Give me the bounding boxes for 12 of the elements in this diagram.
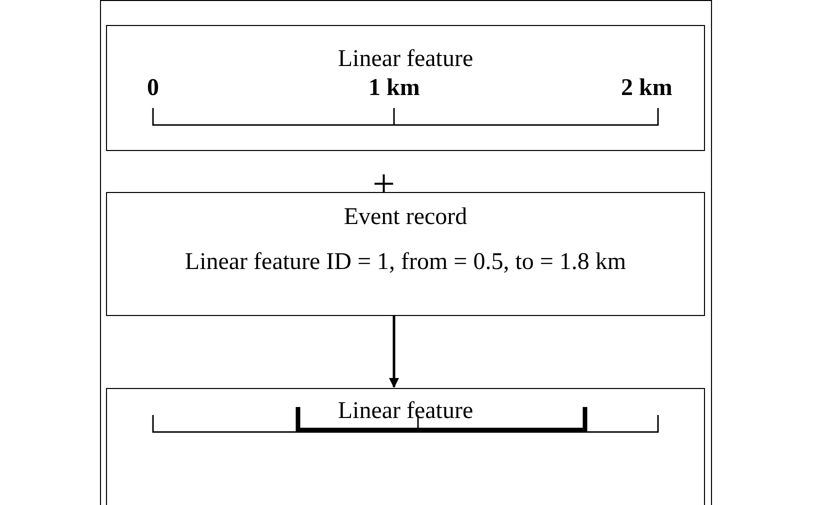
box-title: Linear feature <box>338 45 474 73</box>
feature-box <box>106 388 705 505</box>
arrow <box>389 316 399 388</box>
box-title: Linear feature <box>338 397 474 425</box>
tick-label: 0 <box>147 74 159 102</box>
plus-sign: + <box>372 166 396 202</box>
feature-box <box>106 192 705 316</box>
box-title: Event record <box>344 203 468 231</box>
event-text: Linear feature ID = 1, from = 0.5, to = 1.8 km <box>184 248 626 276</box>
feature-box <box>106 25 705 151</box>
tick-label: 1 km <box>368 74 420 102</box>
tick-label: 2 km <box>621 74 672 102</box>
